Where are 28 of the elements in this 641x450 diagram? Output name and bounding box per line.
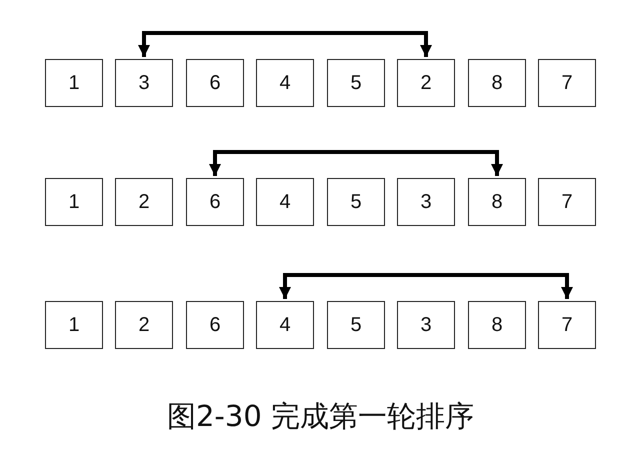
number-box: 3 bbox=[397, 301, 455, 349]
number-box: 2 bbox=[397, 59, 455, 107]
number-box: 7 bbox=[538, 178, 596, 226]
number-box: 8 bbox=[468, 301, 526, 349]
number-box: 6 bbox=[186, 178, 244, 226]
number-box: 5 bbox=[327, 301, 385, 349]
number-box: 4 bbox=[256, 178, 314, 226]
number-box: 3 bbox=[397, 178, 455, 226]
swap-arrow bbox=[209, 150, 503, 176]
swap-arrow bbox=[279, 273, 573, 299]
number-box: 2 bbox=[115, 301, 173, 349]
number-box: 7 bbox=[538, 59, 596, 107]
number-box: 4 bbox=[256, 59, 314, 107]
number-box: 5 bbox=[327, 178, 385, 226]
number-box: 1 bbox=[45, 59, 103, 107]
number-box: 6 bbox=[186, 301, 244, 349]
number-box: 8 bbox=[468, 178, 526, 226]
number-box: 8 bbox=[468, 59, 526, 107]
number-box: 4 bbox=[256, 301, 314, 349]
number-box: 7 bbox=[538, 301, 596, 349]
number-box: 3 bbox=[115, 59, 173, 107]
number-box: 6 bbox=[186, 59, 244, 107]
number-box: 1 bbox=[45, 301, 103, 349]
number-box: 1 bbox=[45, 178, 103, 226]
figure-caption: 图2-30 完成第一轮排序 bbox=[166, 398, 474, 435]
swap-arrow bbox=[138, 31, 432, 57]
number-box: 5 bbox=[327, 59, 385, 107]
number-box: 2 bbox=[115, 178, 173, 226]
